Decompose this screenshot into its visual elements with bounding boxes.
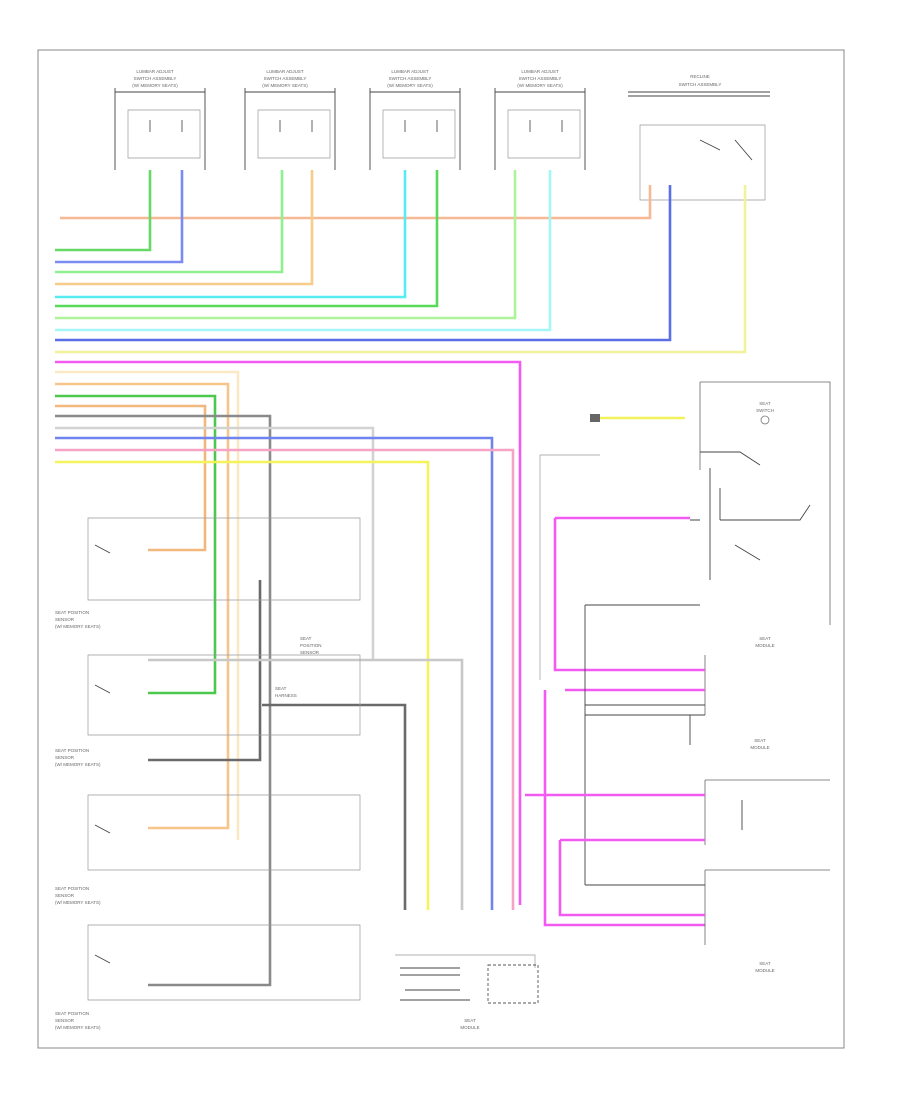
- sensor-3-title-3: (W/ MEMORY SEATS): [55, 900, 101, 905]
- right-top-title-2: SWITCH: [756, 408, 774, 413]
- sensor-4-title-3: (W/ MEMORY SEATS): [55, 1025, 101, 1030]
- wire-lightgray-2: [148, 658, 464, 910]
- wire-blue-1: [55, 170, 184, 264]
- wire-magenta-right-2: [553, 518, 705, 672]
- wire-green-1: [55, 170, 152, 252]
- switch-3-title-1: LUMBAR ADJUST: [391, 69, 429, 74]
- wire-lightgreen-4: [55, 170, 517, 320]
- middle-bracket: [539, 454, 600, 680]
- sensor-3-title-2: SENSOR: [55, 893, 75, 898]
- center-note-1-a: SEAT: [300, 636, 312, 641]
- wire-green-3: [55, 170, 439, 308]
- wire-yellow-2: [55, 460, 430, 910]
- wire-magenta-1: [55, 360, 522, 905]
- center-notes: SEAT POSITION SENSOR SEAT HARNESS: [275, 636, 322, 698]
- wire-orange-4: [55, 404, 207, 552]
- center-note-1-c: SENSOR: [300, 650, 320, 655]
- sensor-4-title-2: SENSOR: [55, 1018, 75, 1023]
- wire-yellow-1: [55, 185, 747, 354]
- switch-3-title-3: (W/ MEMORY SEATS): [387, 83, 433, 88]
- wire-bundle: [55, 170, 747, 987]
- sensor-4-title-1: SEAT POSITION: [55, 1011, 89, 1016]
- sensor-2-title-2: SENSOR: [55, 755, 75, 760]
- wire-pink-1: [55, 448, 515, 910]
- center-note-2-b: HARNESS: [275, 693, 297, 698]
- lumbar-switch-4: LUMBAR ADJUST SWITCH ASSEMBLY (W/ MEMORY…: [494, 69, 586, 170]
- sensor-1-title-2: SENSOR: [55, 617, 75, 622]
- sensor-1-title-3: (W/ MEMORY SEATS): [55, 624, 101, 629]
- wire-blue-2: [55, 185, 672, 342]
- switch-4-title-1: LUMBAR ADJUST: [521, 69, 559, 74]
- left-sensors: SEAT POSITION SENSOR (W/ MEMORY SEATS) S…: [55, 517, 361, 1030]
- wire-gray-2: [148, 580, 407, 910]
- wire-green-4: [55, 394, 217, 695]
- switch-2-title-1: LUMBAR ADJUST: [266, 69, 304, 74]
- wire-orange-main: [60, 185, 652, 220]
- wire-magenta-right-3: [543, 690, 705, 927]
- wire-orange-2: [55, 170, 314, 286]
- right-mid-label-1: SEAT: [759, 636, 771, 641]
- switch-4-title-3: (W/ MEMORY SEATS): [517, 83, 563, 88]
- recline-title-1: RECLINE: [690, 74, 710, 79]
- switch-1-title-3: (W/ MEMORY SEATS): [132, 83, 178, 88]
- switch-1-title-1: LUMBAR ADJUST: [136, 69, 174, 74]
- right-modules: SEAT SWITCH SEAT MODULE SEAT MODULE SEAT…: [525, 381, 831, 973]
- top-switch-group: LUMBAR ADJUST SWITCH ASSEMBLY (W/ MEMORY…: [114, 69, 770, 201]
- wire-cyan-1: [55, 170, 407, 299]
- bottom-component: SEAT MODULE: [395, 954, 539, 1030]
- lumbar-switch-3: LUMBAR ADJUST SWITCH ASSEMBLY (W/ MEMORY…: [369, 69, 461, 170]
- switch-2-title-3: (W/ MEMORY SEATS): [262, 83, 308, 88]
- wire-magenta-right-7: [558, 840, 705, 917]
- recline-title-2: SWITCH ASSEMBLY: [679, 82, 722, 87]
- center-note-2-a: SEAT: [275, 686, 287, 691]
- wire-green-2: [55, 170, 284, 274]
- right-bottom-label-1: SEAT: [759, 961, 771, 966]
- wire-cream-1: [55, 370, 240, 840]
- lumbar-switch-1: LUMBAR ADJUST SWITCH ASSEMBLY (W/ MEMORY…: [114, 69, 206, 170]
- right-top-title-1: SEAT: [759, 401, 771, 406]
- right-lower-label-2: MODULE: [750, 745, 769, 750]
- wire-blue-3: [55, 436, 494, 910]
- sensor-1-title-1: SEAT POSITION: [55, 610, 89, 615]
- diagram-border: [37, 49, 845, 1049]
- right-lower-label-1: SEAT: [754, 738, 766, 743]
- lumbar-switch-2: LUMBAR ADJUST SWITCH ASSEMBLY (W/ MEMORY…: [244, 69, 336, 170]
- wire-orange-3: [55, 382, 230, 830]
- switch-3-title-2: SWITCH ASSEMBLY: [389, 76, 432, 81]
- wire-gray-1: [55, 414, 272, 987]
- wire-cyan-2: [55, 170, 552, 332]
- center-note-1-b: POSITION: [300, 643, 322, 648]
- switch-4-title-2: SWITCH ASSEMBLY: [519, 76, 562, 81]
- sensor-3-title-1: SEAT POSITION: [55, 886, 89, 891]
- switch-1-title-2: SWITCH ASSEMBLY: [134, 76, 177, 81]
- right-bottom-label-2: MODULE: [755, 968, 774, 973]
- wire-lightgray-1: [55, 426, 375, 660]
- right-mid-label-2: MODULE: [755, 643, 774, 648]
- sensor-2-title-1: SEAT POSITION: [55, 748, 89, 753]
- bottom-component-title-1: SEAT: [464, 1018, 476, 1023]
- sensor-2-title-3: (W/ MEMORY SEATS): [55, 762, 101, 767]
- switch-2-title-2: SWITCH ASSEMBLY: [264, 76, 307, 81]
- recline-switch: RECLINE SWITCH ASSEMBLY: [628, 74, 770, 201]
- bottom-component-title-2: MODULE: [460, 1025, 479, 1030]
